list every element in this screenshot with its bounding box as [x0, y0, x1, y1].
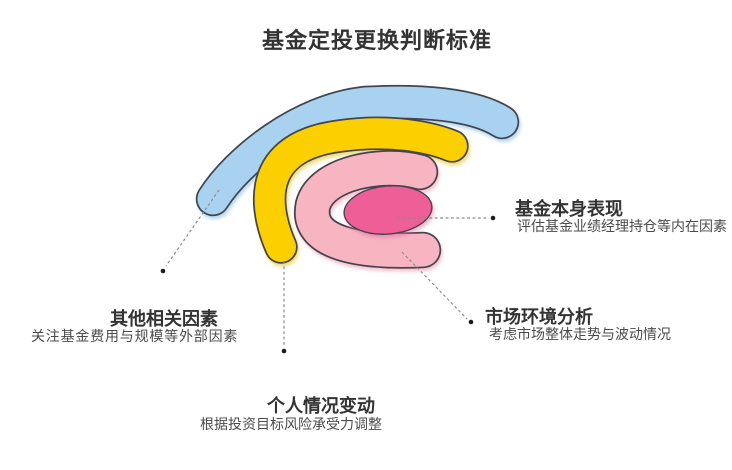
connector-market-analysis	[401, 251, 468, 320]
dot-fund-performance	[490, 215, 496, 221]
dot-other-factors	[160, 268, 166, 274]
label-market-analysis-desc: 考虑市场整体走势与波动情况	[489, 326, 671, 342]
connector-other-factors	[165, 189, 220, 267]
connectors	[165, 189, 489, 346]
arc-other-factors	[195, 84, 520, 217]
page-title: 基金定投更换判断标准	[261, 28, 493, 53]
label-personal-change-title: 个人情况变动	[267, 396, 375, 416]
label-fund-performance-desc: 评估基金业绩经理持仓等内在因素	[517, 218, 727, 234]
arc-personal-change	[252, 116, 469, 264]
arc-market-analysis-fill	[295, 151, 440, 267]
dot-personal-change	[281, 348, 287, 354]
connector-dots	[160, 215, 496, 354]
arc-personal-change-fill	[254, 118, 467, 262]
label-personal-change-desc: 根据投资目标风险承受力调整	[200, 416, 382, 432]
dot-market-analysis	[468, 319, 474, 325]
label-other-factors-desc: 关注基金费用与规模等外部因素	[31, 328, 239, 344]
label-market-analysis-title: 市场环境分析	[485, 307, 593, 327]
core-fund-performance-shape	[343, 185, 433, 235]
label-other-factors-title: 其他相关因素	[110, 309, 218, 329]
arc-market-analysis	[294, 150, 442, 269]
arc-other-factors-fill	[197, 86, 518, 215]
core-fund-performance	[343, 185, 433, 235]
label-fund-performance-title: 基金本身表现	[515, 199, 623, 219]
